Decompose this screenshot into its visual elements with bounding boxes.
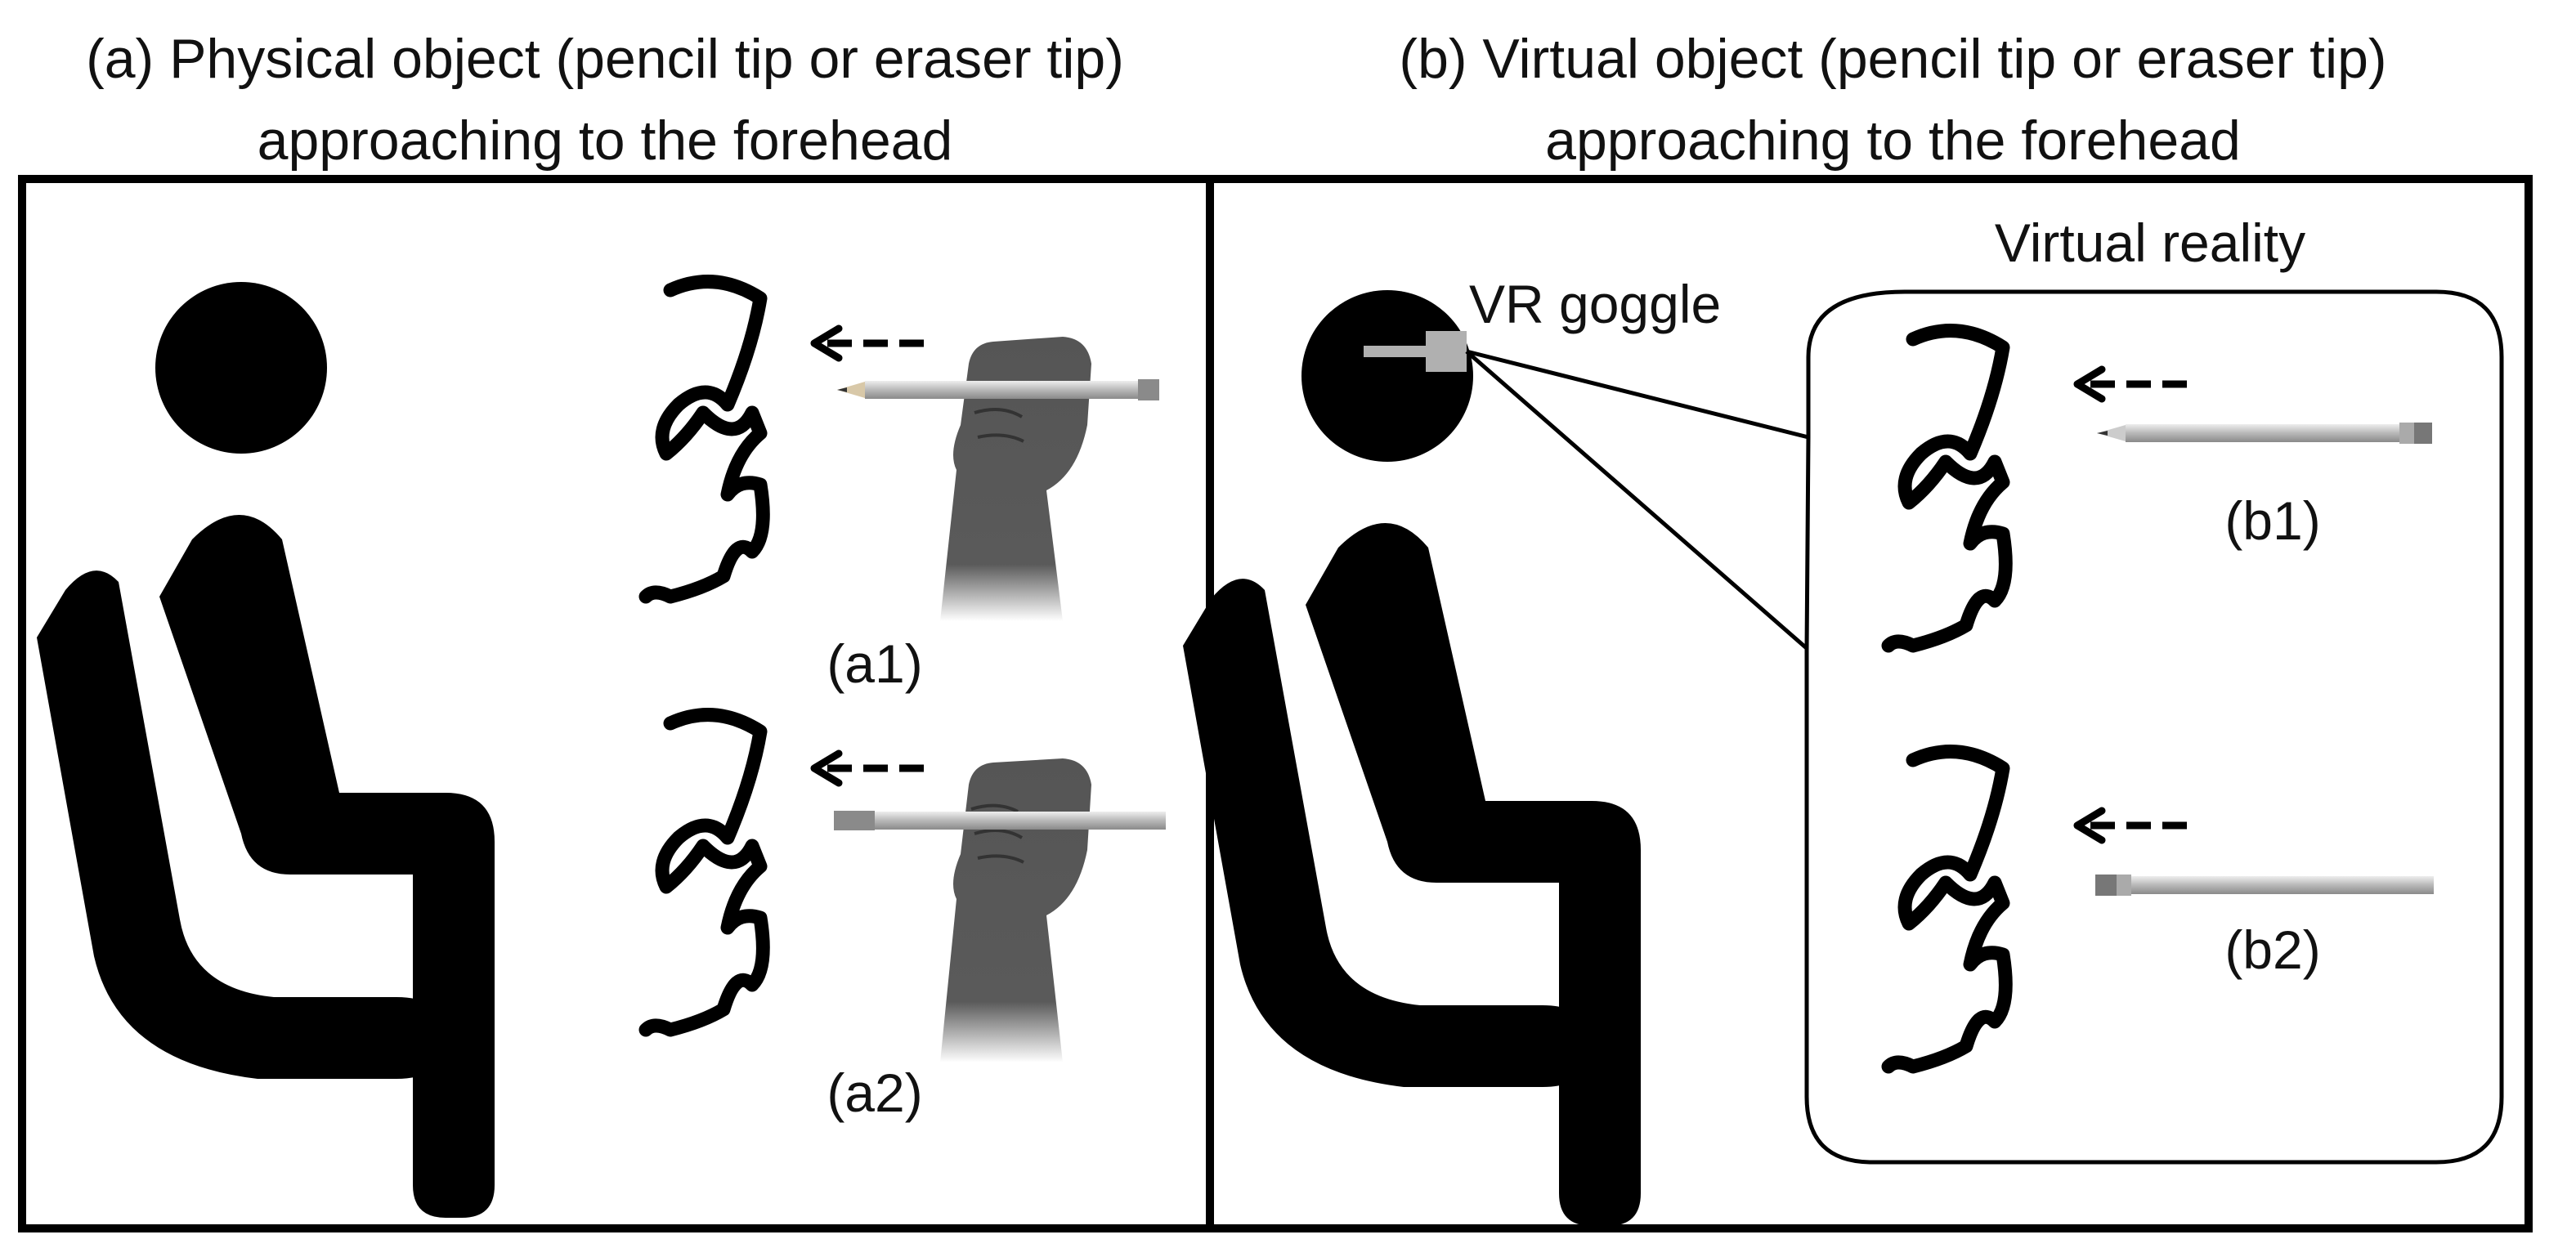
hand-icon <box>940 758 1091 1062</box>
label-a1: (a1) <box>827 633 922 694</box>
face-profile-a1 <box>646 282 763 597</box>
pencil-icon <box>2097 423 2432 444</box>
arrow-left-icon <box>814 329 924 358</box>
face-profile-a2 <box>646 715 763 1030</box>
vr-goggle-label: VR goggle <box>1469 274 1721 334</box>
panel-a-title-line2: approaching to the forehead <box>257 110 953 172</box>
seated-person-a <box>37 282 495 1218</box>
label-b2: (b2) <box>2224 919 2320 980</box>
virtual-reality-box <box>1804 289 2504 1165</box>
vr-box-title: Virtual reality <box>1995 212 2305 273</box>
panel-b-title-line2: approaching to the forehead <box>1545 110 2241 172</box>
panel-b-title-line1: (b) Virtual object (pencil tip or eraser… <box>1399 28 2387 90</box>
label-a2: (a2) <box>827 1062 922 1123</box>
seated-person-b <box>1183 290 1641 1226</box>
callout-line-top <box>1466 349 1809 440</box>
panel-a-title: (a) Physical object (pencil tip or erase… <box>0 18 1210 181</box>
vr-goggle-icon <box>1364 331 1467 372</box>
eraser-pencil-icon <box>2095 875 2434 896</box>
hand-icon <box>940 337 1091 621</box>
callout-line-bottom <box>1465 350 1810 651</box>
panel-b-title: (b) Virtual object (pencil tip or eraser… <box>1210 18 2576 181</box>
label-b1: (b1) <box>2224 490 2320 551</box>
arrow-left-icon <box>814 754 924 783</box>
pencil-icon <box>837 379 1159 400</box>
eraser-pencil-icon <box>834 811 1166 830</box>
panel-a-title-line1: (a) Physical object (pencil tip or erase… <box>86 28 1124 90</box>
